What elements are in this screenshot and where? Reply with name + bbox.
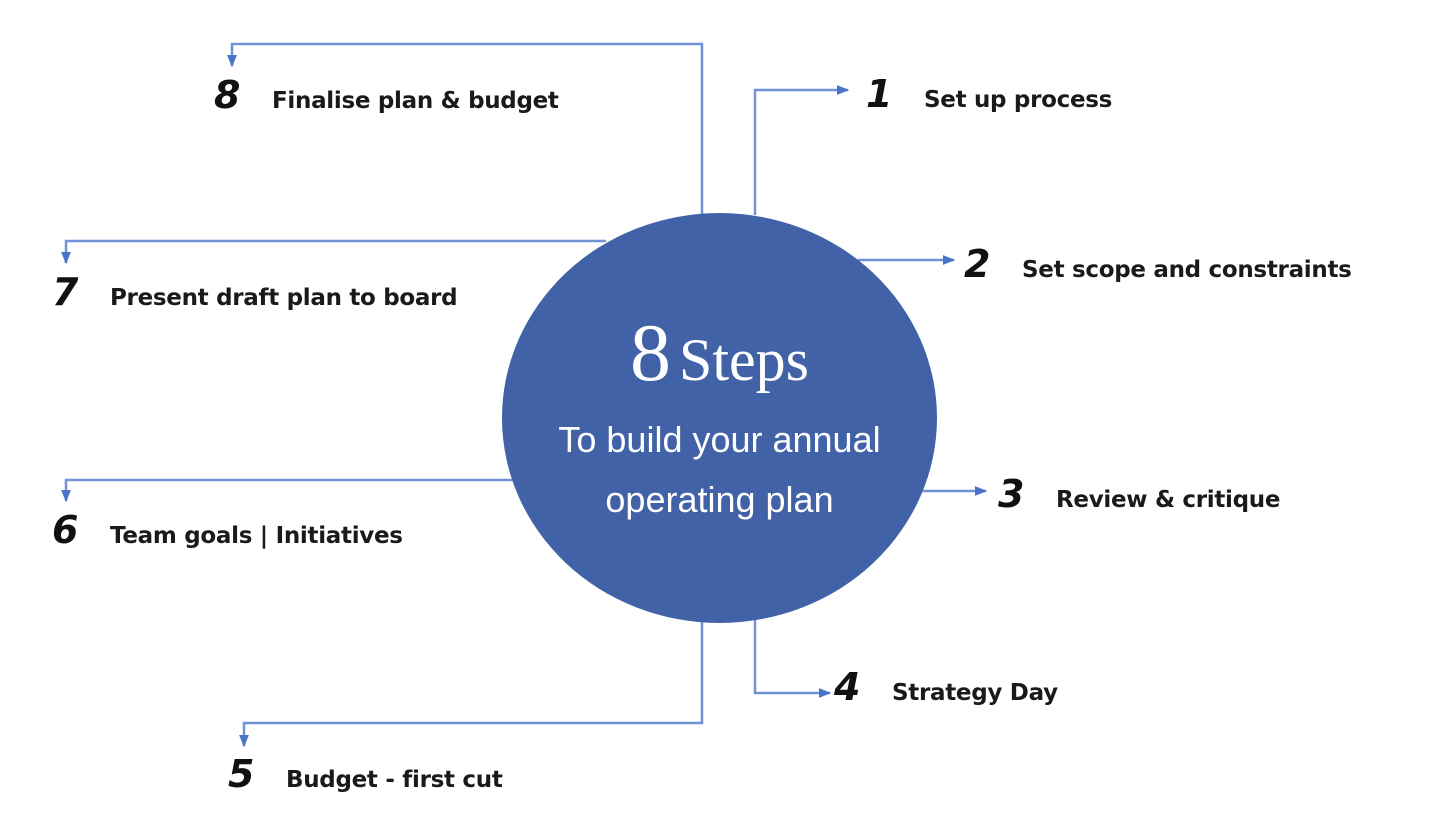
connector-step-4 bbox=[753, 620, 832, 698]
step-label: Strategy Day bbox=[892, 680, 1058, 706]
step-number: 2 bbox=[964, 242, 991, 286]
step-label: Budget - first cut bbox=[286, 767, 503, 793]
center-circle bbox=[502, 213, 937, 623]
center-subtitle: To build your annual operating plan bbox=[502, 410, 937, 530]
step-4: 4 Strategy Day bbox=[834, 665, 1058, 709]
center-subtitle-line-1: To build your annual bbox=[558, 419, 881, 460]
connector-step-8 bbox=[227, 42, 704, 215]
connector-step-6 bbox=[61, 478, 514, 503]
step-1: 1 Set up process bbox=[866, 72, 1112, 116]
step-2: 2 Set scope and constraints bbox=[964, 242, 1352, 286]
step-7: 7 Present draft plan to board bbox=[52, 270, 458, 314]
step-8: 8 Finalise plan & budget bbox=[214, 73, 559, 117]
step-number: 5 bbox=[228, 752, 255, 796]
step-label: Finalise plan & budget bbox=[272, 88, 559, 114]
connector-step-1 bbox=[753, 85, 850, 215]
step-6: 6 Team goals | Initiatives bbox=[52, 508, 403, 552]
step-label: Set up process bbox=[924, 87, 1113, 113]
step-number: 3 bbox=[998, 472, 1025, 516]
center-title-word: Steps bbox=[678, 327, 810, 393]
step-number: 1 bbox=[866, 72, 893, 116]
step-number: 4 bbox=[834, 665, 861, 709]
step-number: 6 bbox=[52, 508, 79, 552]
center-subtitle-line-2: operating plan bbox=[605, 479, 834, 520]
step-label: Team goals | Initiatives bbox=[110, 523, 403, 549]
step-label: Present draft plan to board bbox=[110, 285, 458, 311]
connector-step-5 bbox=[239, 620, 704, 748]
step-5: 5 Budget - first cut bbox=[228, 752, 503, 796]
connector-step-7 bbox=[61, 239, 606, 265]
step-number: 8 bbox=[214, 73, 241, 117]
step-3: 3 Review & critique bbox=[998, 472, 1280, 516]
step-label: Review & critique bbox=[1056, 487, 1281, 513]
step-number: 7 bbox=[52, 270, 79, 314]
center-title-number: 8 bbox=[629, 307, 671, 398]
step-label: Set scope and constraints bbox=[1022, 257, 1352, 283]
